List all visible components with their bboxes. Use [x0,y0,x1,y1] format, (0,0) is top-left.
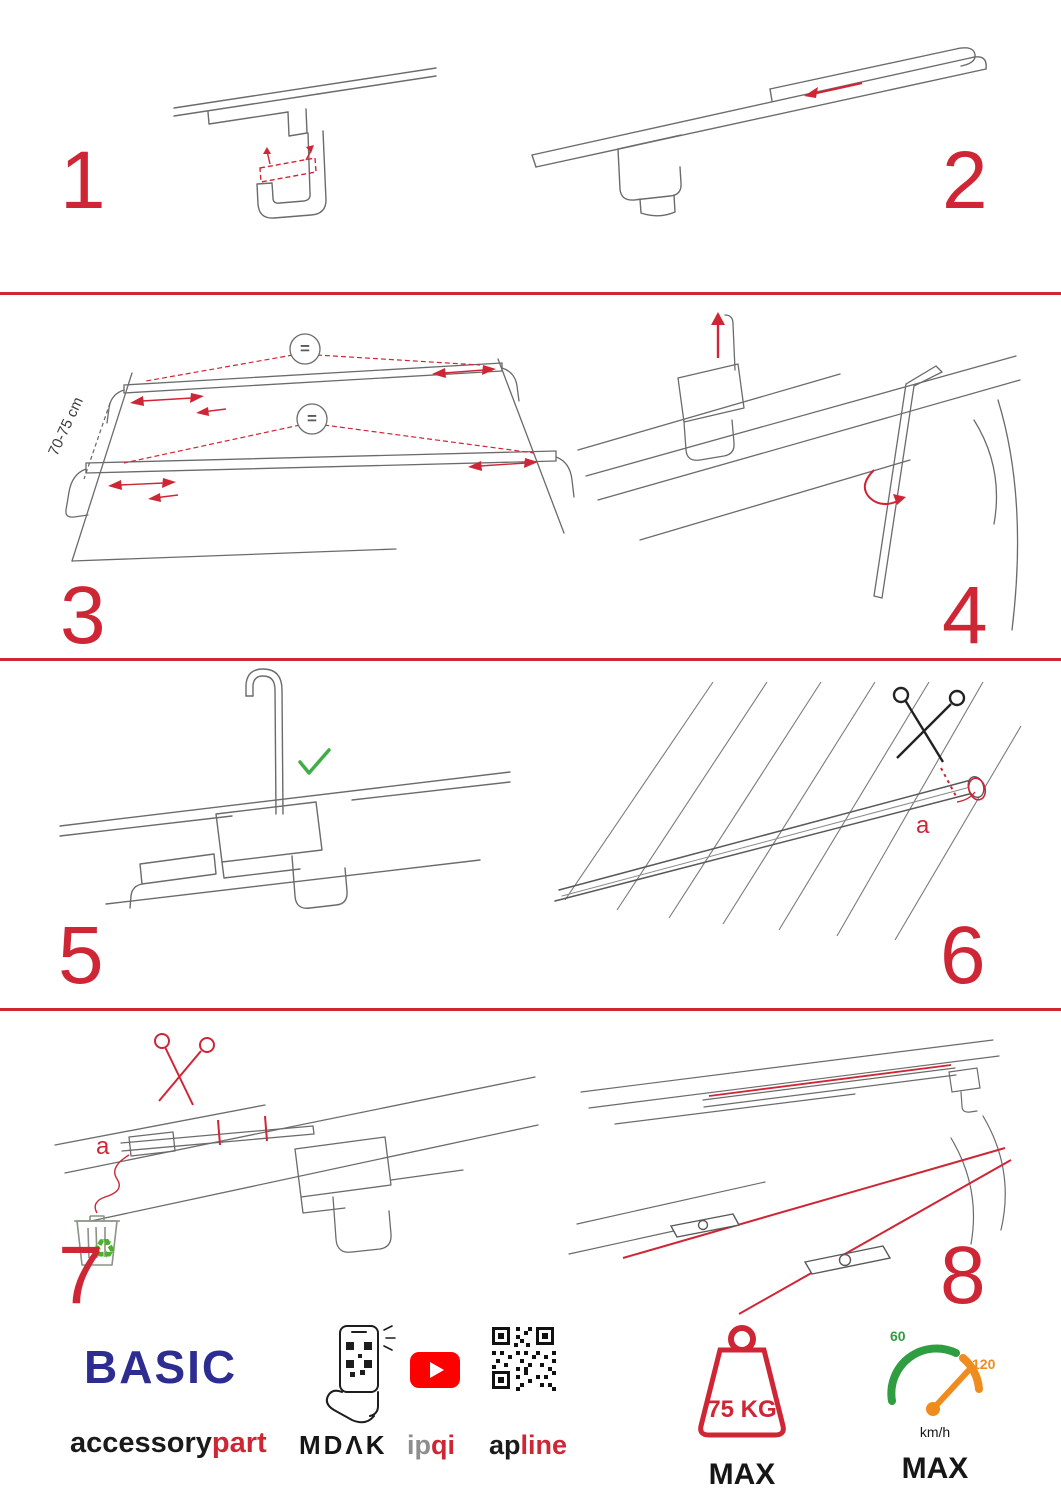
step-7-number: 7 [58,1230,104,1321]
logo-ipqi: ipqi [407,1430,455,1461]
equals-badge-top: = [300,339,310,358]
discard-cord [94,1154,130,1214]
speed-unit-label: km/h [919,1424,951,1440]
section-divider-3 [0,1008,1061,1011]
section-divider-2 [0,658,1061,661]
t-bolt-cleats [669,1213,892,1275]
speedometer-icon [887,1344,983,1416]
bar-spacing-measure-line [83,402,111,480]
step5-illustration [59,668,511,909]
rail-outline-marker [622,1147,1012,1315]
step2-illustration [531,47,987,217]
equals-badge-bottom: = [307,409,317,428]
step-1-number: 1 [60,135,106,226]
logo-ipqi-ip: ip [407,1430,431,1460]
tighten-rotation-arrow [863,469,906,505]
brand-basic: BASIC [84,1341,238,1393]
step7-cut-label: a [96,1133,110,1160]
equals-badges [289,333,328,435]
step4-illustration [577,312,1021,631]
insert-direction-arrow [711,312,725,358]
brand-accessory: accessory [70,1427,212,1459]
step3-illustration [65,333,575,562]
qr-code [490,1325,556,1391]
cut-marker [940,767,987,803]
correct-check-icon [298,748,331,775]
brand-accessorypart: accessorypart [70,1427,267,1460]
youtube-icon [410,1352,460,1388]
recycle-icon: ♻ [92,1234,117,1265]
logo-apline: apline [489,1430,567,1461]
logo-apline-line: line [520,1430,568,1460]
scissors-icon [892,686,966,763]
speed-start-label: 60 [890,1328,906,1344]
scissors-red-icon [154,1033,215,1106]
max-weight-icon [698,1325,786,1438]
step-2-number: 2 [942,135,988,226]
section-divider-1 [0,292,1061,295]
brand-part: part [211,1427,267,1459]
cut-tick-marks [217,1115,268,1146]
step-4-number: 4 [942,570,988,661]
max-weight-label: MAX [708,1458,776,1491]
slide-direction-arrow [804,81,863,98]
step6-cut-label: a [916,812,930,839]
trash-bin-icon [74,1215,120,1266]
step-3-number: 3 [60,570,106,661]
trim-strip-line [708,1064,952,1097]
logo-mdak: MDΛK [299,1430,388,1460]
logo-apline-ap: ap [489,1430,521,1460]
logo-ipqi-qi: qi [431,1430,455,1460]
phone-qr-scan-icon [325,1325,396,1424]
max-speed-label: MAX [901,1452,969,1485]
step7-illustration [54,1033,539,1266]
step-5-number: 5 [58,910,104,1001]
step6-illustration [554,681,1022,941]
step-6-number: 6 [940,910,986,1001]
step1-illustration [173,67,437,219]
speed-end-label: 120 [972,1356,996,1372]
step-8-number: 8 [940,1230,986,1321]
step8-illustration [568,1039,1012,1315]
max-weight-value: 75 KG [707,1396,777,1423]
